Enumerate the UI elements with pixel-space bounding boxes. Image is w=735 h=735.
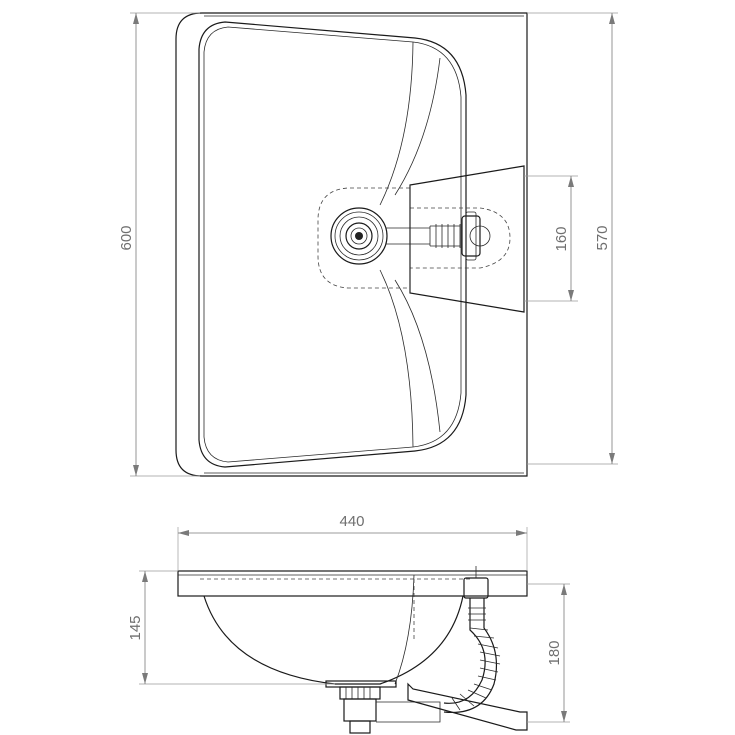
side-bowl-outline: [203, 595, 464, 685]
dim-570-arrow-top: [609, 13, 615, 24]
dim-600-arrow-top: [133, 13, 139, 24]
dim-180-label: 180: [546, 640, 563, 665]
side-view: 440 145 180: [127, 513, 570, 734]
basin-outer-outline: [175, 12, 528, 477]
dim-145-arrow-bottom: [142, 673, 148, 684]
trap-cap: [469, 225, 491, 247]
basin-outer-edge: [204, 15, 524, 474]
drain-ring-5: [350, 227, 368, 245]
dim-160-label: 160: [553, 226, 570, 251]
drain-outer-ring: [330, 207, 388, 265]
dim-570-arrow-bottom: [609, 453, 615, 464]
dim-160: 160: [524, 175, 578, 302]
trap-nut: [461, 215, 481, 257]
dim-600-arrow-bottom: [133, 465, 139, 476]
drain-ring-4: [345, 222, 373, 250]
side-hose-fitting: [463, 577, 489, 599]
dim-570-label: 570: [594, 225, 611, 250]
dim-160-arrow-bottom: [568, 290, 574, 301]
dim-440-arrow-left: [178, 530, 189, 536]
side-drain-ribs: [345, 687, 371, 699]
pipe-top-corrugation: [429, 224, 461, 248]
top-view: 600 570 160: [118, 12, 618, 477]
dim-160-arrow-top: [568, 176, 574, 187]
dim-440-arrow-right: [516, 530, 527, 536]
dim-440-label: 440: [339, 513, 364, 530]
pipe-top: [386, 211, 491, 261]
side-drain-outlet: [376, 701, 441, 723]
dim-180-arrow-top: [561, 584, 567, 595]
dim-145-label: 145: [127, 615, 144, 640]
side-corrugated-hose: [443, 598, 497, 714]
side-outlet-pipe: [407, 682, 528, 731]
trap-nut-inner: [465, 211, 477, 261]
side-drain-body: [343, 698, 377, 722]
tap-plate: [409, 165, 525, 313]
dim-180-arrow-bottom: [561, 711, 567, 722]
dim-600: 600: [118, 12, 200, 477]
drain-ring-2: [334, 211, 384, 261]
side-drain-tail: [349, 720, 371, 734]
dim-600-label: 600: [118, 225, 135, 250]
side-hose-ribs: [451, 607, 501, 711]
dim-145-arrow-top: [142, 571, 148, 582]
dim-145: 145: [127, 570, 335, 685]
bowl-rim-outer: [198, 21, 467, 468]
dim-440: 440: [177, 513, 528, 571]
side-drain: [325, 680, 441, 734]
bowl-contour-left: [379, 41, 414, 448]
drain-center: [355, 232, 363, 240]
drain-top: [330, 207, 388, 265]
drain-housing-dashed: [317, 187, 410, 289]
bowl-contour-right: [394, 57, 441, 433]
bowl-rim-inner: [203, 26, 462, 463]
side-slab: [177, 570, 528, 597]
side-bowl-contour: [394, 574, 415, 685]
pipe-top-straight: [386, 227, 430, 245]
drain-ring-3: [339, 216, 379, 256]
dim-570: 570: [527, 12, 618, 465]
dim-180: 180: [527, 583, 570, 723]
